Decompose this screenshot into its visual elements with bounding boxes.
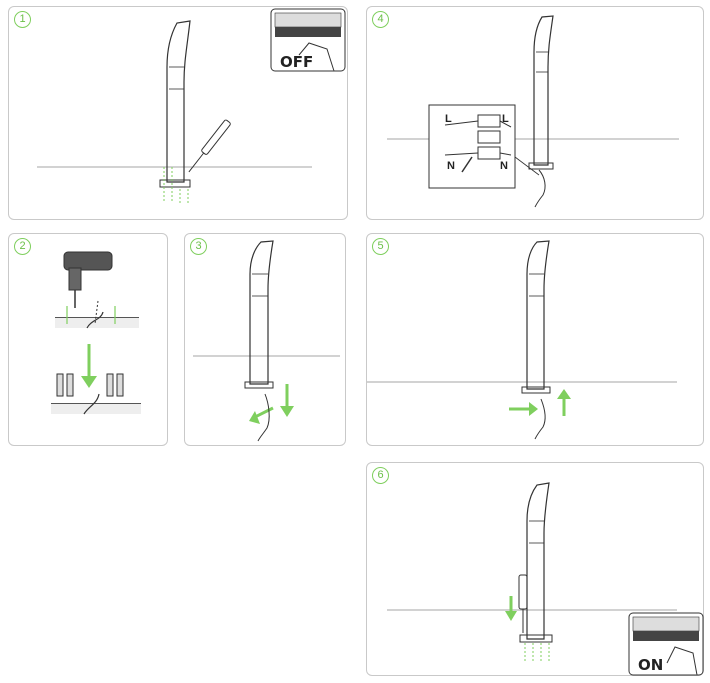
step-4-illustration: L L N N [387, 15, 679, 208]
lamp-post-icon [519, 482, 553, 643]
neutral-left-label: N [447, 160, 455, 172]
live-right-label: L [502, 113, 509, 125]
lamp-post-icon [521, 240, 551, 394]
arrow-icon [509, 389, 571, 416]
step-2-illustration [51, 251, 141, 415]
arrow-icon [505, 596, 517, 621]
step-1-badge: 1 [14, 11, 31, 28]
off-label: OFF [280, 53, 313, 71]
step-5-badge: 5 [372, 238, 389, 255]
anchor-markers [524, 643, 550, 663]
step-3-illustration [193, 240, 340, 442]
step-3-panel: 3 [184, 233, 346, 446]
drill-icon [63, 251, 113, 308]
arrow-icon [81, 344, 97, 388]
step-3-badge: 3 [190, 238, 207, 255]
arrow-icon [249, 384, 294, 424]
step-2-badge: 2 [14, 238, 31, 255]
step-1-illustration: OFF [37, 8, 346, 203]
lamp-post-icon [244, 240, 274, 389]
lamp-post-icon [159, 20, 191, 188]
cable [534, 169, 546, 208]
step-4-badge: 4 [372, 11, 389, 28]
step-6-illustration: ON [387, 482, 704, 676]
step-5-panel: 5 [366, 233, 704, 446]
step-4-panel: 4 L L N N [366, 6, 704, 220]
drill-points [66, 306, 116, 324]
terminal-block-icon: L L N N [428, 104, 540, 189]
screwdriver-icon [518, 574, 528, 633]
step-5-illustration [367, 240, 677, 440]
anchor-markers [163, 167, 189, 203]
live-left-label: L [445, 113, 452, 125]
step-2-panel: 2 [8, 233, 168, 446]
neutral-right-label: N [500, 160, 508, 172]
fuse-box-icon: ON [628, 612, 704, 676]
screwdriver-icon [188, 119, 231, 173]
lamp-post-icon [528, 15, 554, 170]
fuse-box-icon: OFF [270, 8, 346, 72]
on-label: ON [638, 656, 663, 674]
step-6-panel: 6 ON [366, 462, 704, 676]
step-6-badge: 6 [372, 467, 389, 484]
step-1-panel: 1 OFF [8, 6, 348, 220]
anchor-icon [56, 373, 124, 397]
